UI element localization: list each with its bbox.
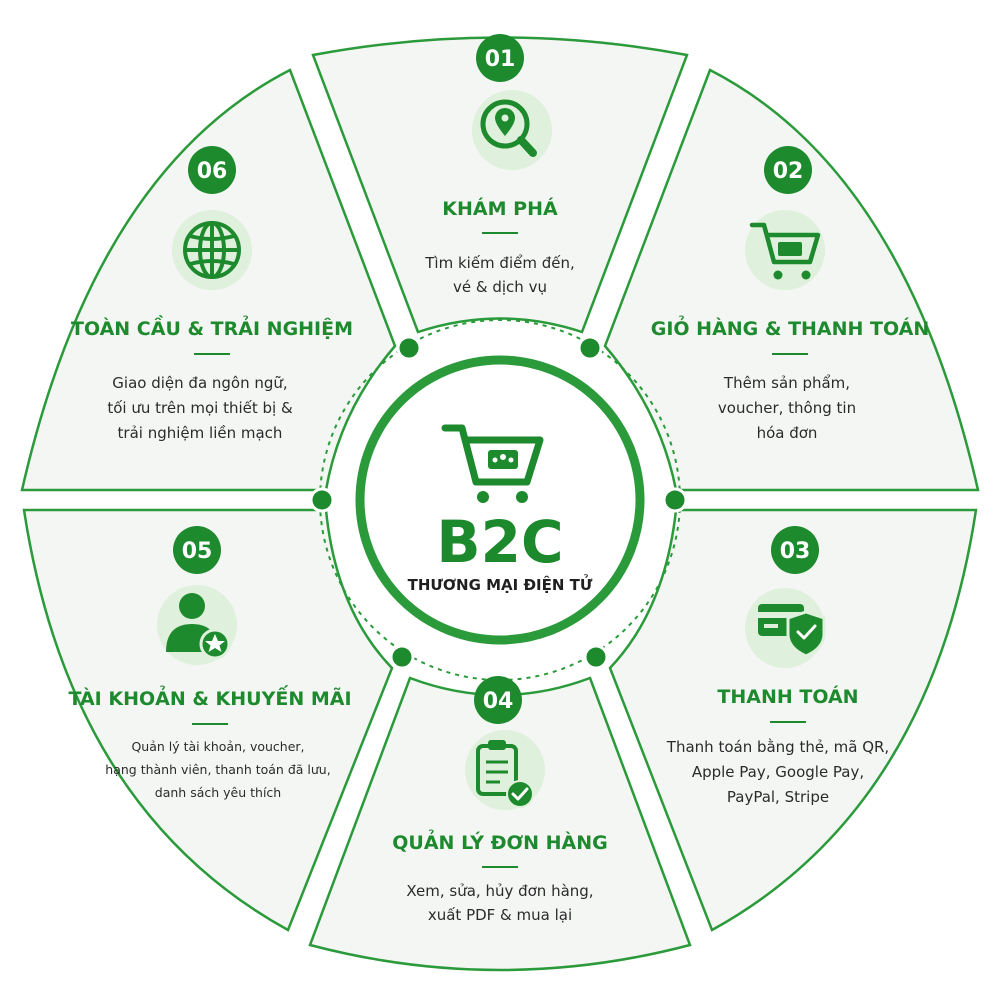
connector-dot (577, 335, 603, 361)
segment-desc-line: danh sách yêu thích (155, 785, 281, 800)
connector-dots (309, 335, 688, 670)
connector-dot (662, 487, 688, 513)
clipboard-check-icon (476, 740, 534, 808)
connector-dot (309, 487, 335, 513)
segment-desc-line: voucher, thông tin (718, 399, 856, 417)
credit-card-shield-icon (758, 604, 826, 658)
segment-desc-line: Quản lý tài khoản, voucher, (131, 739, 304, 754)
location-search-icon (480, 99, 537, 157)
shopping-cart-icon (749, 222, 821, 280)
segment-desc-line: Tìm kiếm điểm đến, (424, 254, 575, 272)
segment-06: 06 TOÀN CẦU & TRẢI NGHIỆM Giao diện đa n… (71, 146, 353, 442)
segment-panel-05 (22, 508, 394, 932)
segment-desc-line: Thêm sản phẩm, (723, 374, 850, 392)
segment-title: GIỎ HÀNG & THANH TOÁN (651, 315, 930, 340)
segment-04: 04 QUẢN LÝ ĐƠN HÀNG Xem, sửa, hủy đơn hà… (392, 676, 608, 924)
segment-desc-line: hạng thành viên, thanh toán đã lưu, (105, 762, 330, 777)
step-badge (476, 34, 524, 82)
segment-05: 05 TÀI KHOẢN & KHUYẾN MÃI Quản lý tài kh… (68, 526, 352, 800)
segment-02: 02 GIỎ HÀNG & THANH TOÁN Thêm sản phẩm, … (651, 146, 930, 442)
step-badge (764, 146, 812, 194)
segment-desc-line: Xem, sửa, hủy đơn hàng, (406, 882, 593, 900)
shopping-cart-icon (441, 424, 544, 503)
center-hub (355, 355, 645, 645)
user-star-icon (166, 593, 231, 660)
connector-dot (583, 644, 609, 670)
step-number: 05 (182, 539, 213, 564)
step-number: 03 (780, 539, 811, 564)
segment-01: 01 KHÁM PHÁ Tìm kiếm điểm đến, vé & dịch… (424, 34, 575, 296)
segment-title: TOÀN CẦU & TRẢI NGHIỆM (71, 314, 353, 340)
segment-title: TÀI KHOẢN & KHUYẾN MÃI (68, 684, 351, 710)
segment-desc-line: Thanh toán bằng thẻ, mã QR, (666, 738, 889, 756)
segment-desc-line: vé & dịch vụ (453, 278, 547, 296)
segment-panel-01 (311, 36, 689, 334)
segment-desc-line: xuất PDF & mua lại (428, 906, 572, 924)
center-subtitle: THƯƠNG MẠI ĐIỆN TỬ (408, 573, 593, 594)
segment-desc-line: tối ưu trên mọi thiết bị & (107, 399, 293, 417)
globe-icon (183, 221, 241, 279)
step-badge (188, 146, 236, 194)
segment-panel-03 (608, 508, 978, 932)
connector-dot (389, 644, 415, 670)
segment-title: QUẢN LÝ ĐƠN HÀNG (392, 829, 607, 854)
segment-title: THANH TOÁN (717, 685, 858, 708)
step-number: 01 (485, 47, 516, 72)
segment-desc-line: Apple Pay, Google Pay, (692, 763, 864, 781)
segment-desc-line: trải nghiệm liền mạch (118, 424, 283, 442)
segment-03: 03 THANH TOÁN Thanh toán bằng thẻ, mã QR… (666, 526, 889, 806)
step-number: 06 (197, 159, 228, 184)
step-badge (771, 526, 819, 574)
step-number: 02 (773, 159, 804, 184)
segment-desc-line: Giao diện đa ngôn ngữ, (112, 374, 287, 392)
segment-desc-line: PayPal, Stripe (727, 788, 829, 806)
step-number: 04 (483, 689, 514, 714)
segment-title: KHÁM PHÁ (442, 197, 558, 220)
step-badge (474, 676, 522, 724)
segment-desc-line: hóa đơn (757, 424, 818, 442)
center-title: B2C (436, 508, 563, 576)
step-badge (173, 526, 221, 574)
connector-dot (396, 335, 422, 361)
